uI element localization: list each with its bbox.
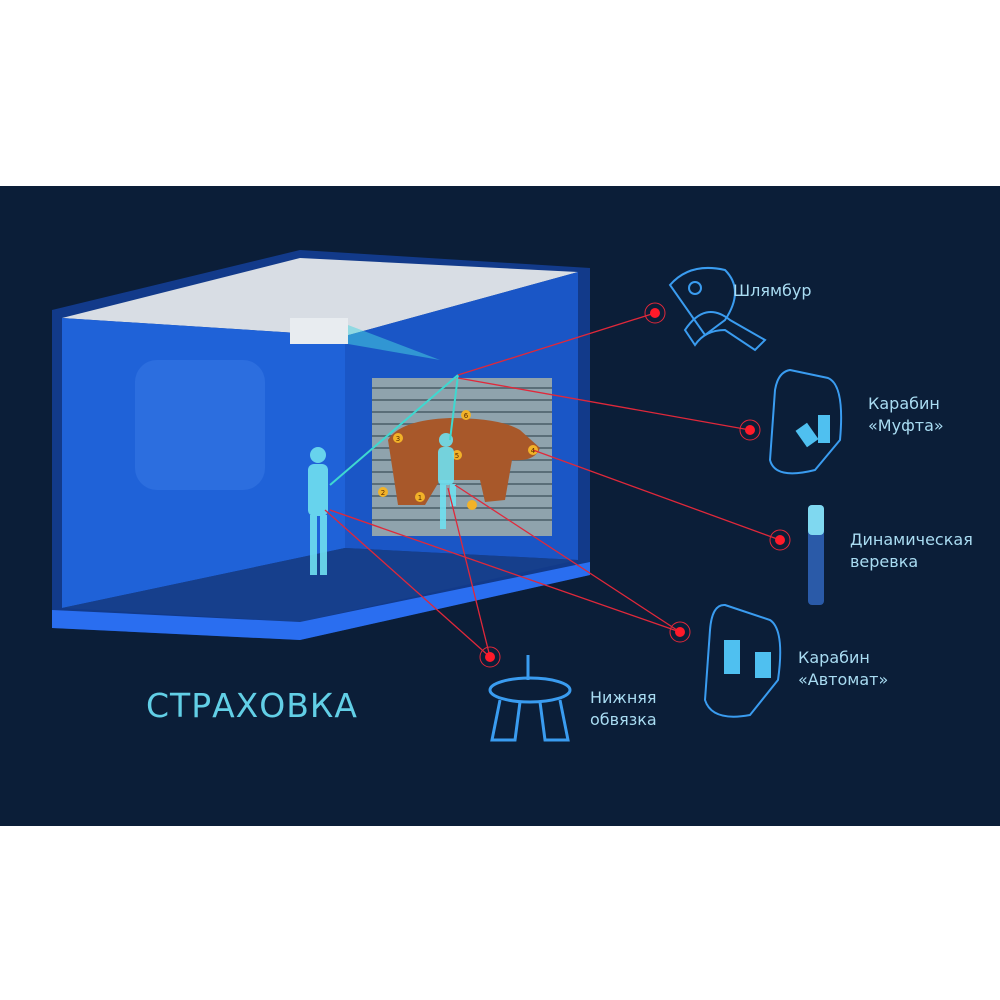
rope: [329, 374, 459, 486]
label-text: обвязка: [590, 710, 657, 729]
label-text: Карабин: [798, 648, 870, 667]
sit-harness-icon: [488, 655, 572, 742]
infographic-title: СТРАХОВКА: [146, 686, 358, 725]
belayer-figure: [308, 447, 328, 575]
label-karabin-mufta: Карабин «Муфта»: [868, 393, 944, 437]
label-text: веревка: [850, 552, 919, 571]
bolt-hanger-icon: [668, 266, 767, 352]
bear-projection: [388, 418, 540, 505]
label-text: Динамическая: [850, 530, 973, 549]
label-text: «Муфта»: [868, 416, 944, 435]
projector: [290, 318, 348, 344]
screwgate-carabiner-icon: [768, 368, 843, 475]
label-text: Шлямбур: [733, 281, 812, 300]
callout-markers: [479, 302, 791, 668]
label-karabin-avtomat: Карабин «Автомат»: [798, 647, 888, 691]
ceiling: [62, 258, 578, 336]
label-shlyambur: Шлямбур: [733, 280, 812, 302]
autolock-carabiner-icon: [703, 603, 782, 718]
floor: [62, 548, 578, 622]
dynamic-rope-icon: [808, 505, 824, 605]
room-front-edge: [52, 562, 590, 640]
label-dynamic-rope: Динамическая веревка: [850, 529, 973, 573]
label-text: Нижняя: [590, 688, 657, 707]
hold-markers: [378, 410, 538, 510]
projector-beam: [348, 325, 440, 360]
label-text: «Автомат»: [798, 670, 889, 689]
label-harness: Нижняя обвязка: [590, 687, 657, 731]
touch-gesture-icon: [135, 360, 265, 490]
climber-figure: [438, 433, 456, 529]
label-text: Карабин: [868, 394, 940, 413]
callout-lines: [324, 312, 781, 658]
climbing-wall: [372, 378, 552, 536]
